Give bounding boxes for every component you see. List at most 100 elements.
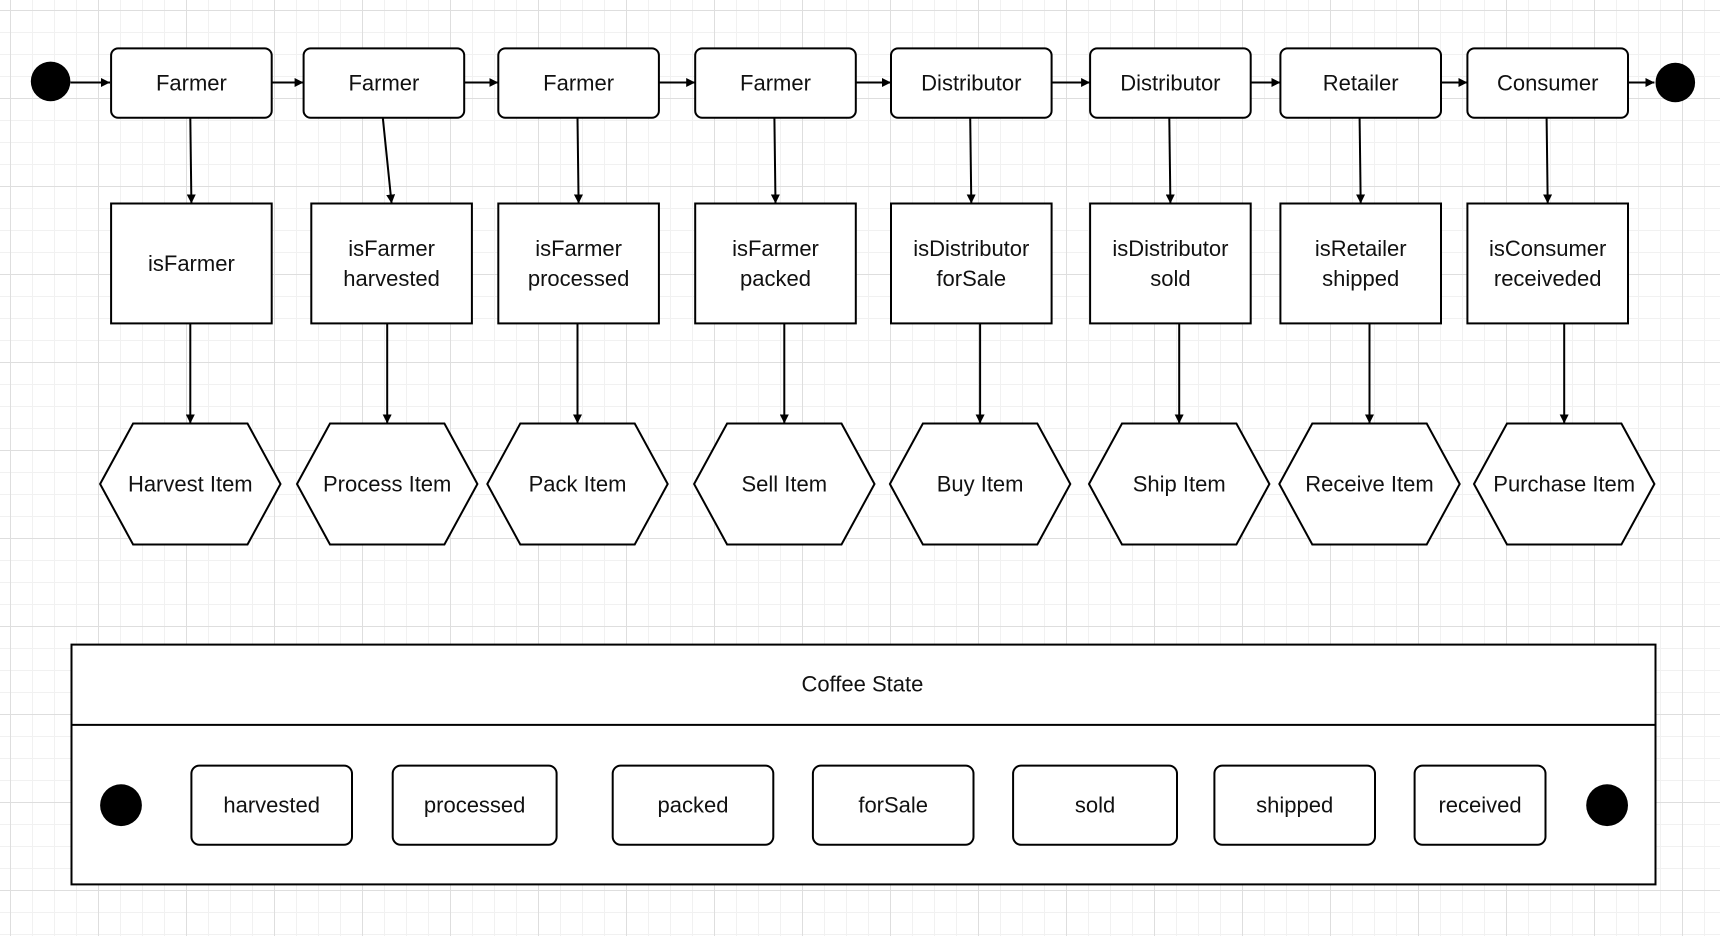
state-label: sold xyxy=(1075,793,1115,818)
check-label-line-2: shipped xyxy=(1322,266,1399,291)
check-box xyxy=(1089,202,1252,325)
role-box xyxy=(497,47,660,119)
role-box xyxy=(1466,47,1630,119)
check-label-line-2: sold xyxy=(1150,266,1190,291)
role-node-distributor-5: Distributor xyxy=(890,47,1053,119)
action-hexagon xyxy=(888,422,1072,546)
action-node-buy-item: Buy Item xyxy=(888,422,1072,546)
role-label: Retailer xyxy=(1323,71,1399,96)
action-label: Process Item xyxy=(323,472,451,497)
edge-role-8-to-check-8 xyxy=(1543,117,1553,204)
state-label: received xyxy=(1438,793,1521,818)
check-label-line-1: isFarmer xyxy=(732,236,819,261)
state-box xyxy=(190,764,353,846)
edge-role-4-to-check-4 xyxy=(770,117,780,204)
action-node-purchase-item: Purchase Item xyxy=(1472,422,1656,546)
action-hexagon xyxy=(1278,422,1461,546)
action-hexagon xyxy=(1087,422,1271,546)
action-hexagon xyxy=(1472,422,1656,546)
state-box xyxy=(1413,764,1547,846)
check-box xyxy=(110,202,273,325)
check-label-line-2: packed xyxy=(740,266,811,291)
action-node-ship-item: Ship Item xyxy=(1087,422,1271,546)
role-node-retailer-7: Retailer xyxy=(1279,47,1443,119)
role-node-farmer-2: Farmer xyxy=(302,47,466,119)
check-label-line-1: isFarmer xyxy=(348,236,435,261)
state-label: harvested xyxy=(223,793,320,818)
action-label: Ship Item xyxy=(1133,472,1226,497)
role-box xyxy=(694,47,857,119)
check-node-1: isFarmer xyxy=(110,202,273,325)
check-box xyxy=(310,202,473,325)
action-label: Harvest Item xyxy=(128,472,253,497)
action-label: Buy Item xyxy=(937,472,1024,497)
action-hexagon xyxy=(295,422,479,546)
role-label: Distributor xyxy=(921,71,1021,96)
state-box xyxy=(1012,764,1178,846)
state-box xyxy=(611,764,775,846)
check-box xyxy=(694,202,857,325)
action-hexagon xyxy=(486,422,669,546)
check-label-line-2: receiveded xyxy=(1494,266,1602,291)
action-label: Receive Item xyxy=(1305,472,1433,497)
edge-role-6-to-check-6 xyxy=(1165,117,1175,204)
edge-role-3-to-check-3 xyxy=(573,117,583,204)
state-node-harvested: harvested xyxy=(190,764,353,846)
role-box xyxy=(890,47,1053,119)
check-box xyxy=(1279,202,1443,325)
state-node-forsale: forSale xyxy=(811,764,975,846)
role-box xyxy=(302,47,466,119)
role-label: Farmer xyxy=(156,71,227,96)
role-label: Farmer xyxy=(543,71,614,96)
action-label: Pack Item xyxy=(529,472,627,497)
state-end-node xyxy=(1586,784,1628,827)
check-box xyxy=(1466,202,1630,325)
check-node-6: isDistributor sold xyxy=(1089,202,1252,325)
role-label: Farmer xyxy=(348,71,419,96)
edge-role-7-to-check-7 xyxy=(1356,117,1366,204)
action-node-sell-item: Sell Item xyxy=(692,422,876,546)
state-box xyxy=(1213,764,1377,846)
role-node-distributor-6: Distributor xyxy=(1089,47,1252,119)
check-label-line-1: isDistributor xyxy=(913,236,1029,261)
coffee-state-container: Coffee State xyxy=(70,643,1657,886)
role-label: Consumer xyxy=(1497,71,1598,96)
check-label-line-1: isConsumer xyxy=(1489,236,1606,261)
action-label: Purchase Item xyxy=(1493,472,1635,497)
check-node-8: isConsumer receiveded xyxy=(1466,202,1630,325)
coffee-state-title: Coffee State xyxy=(801,672,923,697)
state-box xyxy=(811,764,975,846)
role-box xyxy=(1279,47,1443,119)
check-label-line-2: processed xyxy=(528,266,630,291)
state-box xyxy=(391,764,558,846)
check-box xyxy=(497,202,660,325)
check-label-line-2: harvested xyxy=(343,266,440,291)
state-node-packed: packed xyxy=(611,764,775,846)
action-node-pack-item: Pack Item xyxy=(486,422,669,546)
edge-role-1-to-check-1 xyxy=(186,117,196,204)
top-start-node xyxy=(30,61,71,102)
role-node-farmer-1: Farmer xyxy=(110,47,273,119)
check-label-line-1: isDistributor xyxy=(1112,236,1228,261)
action-node-process-item: Process Item xyxy=(295,422,479,546)
top-end-node xyxy=(1655,62,1696,103)
state-node-sold: sold xyxy=(1012,764,1178,846)
action-label: Sell Item xyxy=(742,472,828,497)
role-node-farmer-4: Farmer xyxy=(694,47,857,119)
state-node-processed: processed xyxy=(391,764,558,846)
state-label: forSale xyxy=(858,793,928,818)
action-node-receive-item: Receive Item xyxy=(1278,422,1461,546)
state-label: processed xyxy=(424,793,526,818)
role-node-farmer-3: Farmer xyxy=(497,47,660,119)
action-hexagon xyxy=(692,422,876,546)
state-node-shipped: shipped xyxy=(1213,764,1377,846)
role-box xyxy=(1089,47,1252,119)
role-label: Farmer xyxy=(740,71,811,96)
state-label: packed xyxy=(658,793,729,818)
action-node-harvest-item: Harvest Item xyxy=(98,422,282,546)
state-node-received: received xyxy=(1413,764,1547,846)
